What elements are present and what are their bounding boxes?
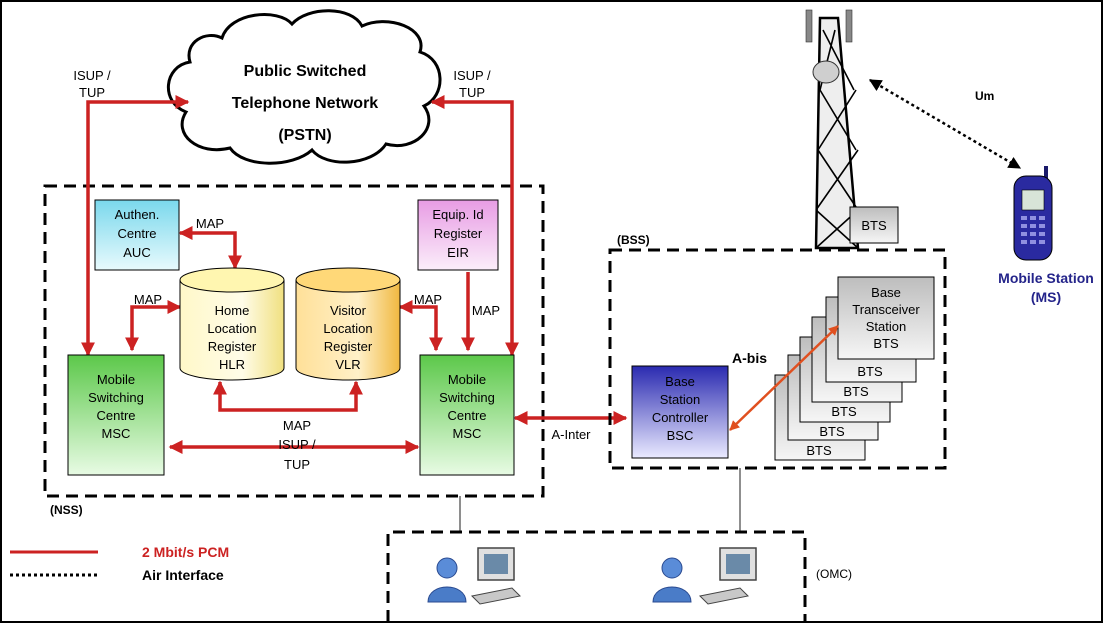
hlr-line2: Location xyxy=(207,321,256,336)
bts-main-line4: BTS xyxy=(873,336,899,351)
pstn-line3: (PSTN) xyxy=(278,127,331,144)
link-vlr-msc-right xyxy=(398,300,443,352)
mobile-phone-icon xyxy=(1013,166,1053,261)
bsc-line3: Controller xyxy=(652,410,709,425)
map-hlr-label: MAP xyxy=(134,292,162,307)
link-msc-right-pstn xyxy=(430,95,519,357)
eir-line2: Register xyxy=(434,226,483,241)
link-msc-left-pstn xyxy=(81,95,190,357)
omc-label: (OMC) xyxy=(816,567,852,581)
msc-left-box: Mobile Switching Centre MSC xyxy=(67,354,165,476)
isup-left-line2: TUP xyxy=(79,85,105,100)
bts-stack-label: BTS xyxy=(831,404,857,419)
ms-line1: Mobile Station xyxy=(998,270,1094,286)
bts-stack-label: BTS xyxy=(857,364,883,379)
um-label: Um xyxy=(975,89,994,103)
msc-right-line4: MSC xyxy=(453,426,482,441)
msc-left-line1: Mobile xyxy=(97,372,135,387)
link-hlr-msc-left xyxy=(125,300,182,352)
msc-right-line2: Switching xyxy=(439,390,495,405)
isup-left-line1: ISUP / xyxy=(73,68,111,83)
msc-right-line1: Mobile xyxy=(448,372,486,387)
hlr-line4: HLR xyxy=(219,357,245,372)
ms-line2: (MS) xyxy=(1031,289,1061,305)
vlr-line3: Register xyxy=(324,339,373,354)
map-auc-label: MAP xyxy=(196,216,224,231)
hlr-line1: Home xyxy=(215,303,250,318)
legend: 2 Mbit/s PCM Air Interface xyxy=(10,544,229,583)
omc-computer-icon xyxy=(698,547,757,605)
eir-box: Equip. Id Register EIR xyxy=(417,199,499,271)
bss-boundary xyxy=(608,248,947,470)
tower-bts-label: BTS xyxy=(861,218,887,233)
bss-label: (BSS) xyxy=(617,233,650,247)
bts-main-box: Base Transceiver Station BTS xyxy=(837,276,935,360)
auc-line2: Centre xyxy=(117,226,156,241)
bts-main-line1: Base xyxy=(871,285,901,300)
bsc-box: Base Station Controller BSC xyxy=(631,365,729,459)
vlr-line4: VLR xyxy=(335,357,360,372)
bts-main-line3: Station xyxy=(866,319,906,334)
legend-pcm-label: 2 Mbit/s PCM xyxy=(142,544,229,560)
a-bis-link xyxy=(729,325,839,431)
msc-left-line2: Switching xyxy=(88,390,144,405)
hlr-line3: Register xyxy=(208,339,257,354)
tower-bts-box: BTS xyxy=(849,206,899,244)
tower-icon xyxy=(805,9,860,250)
eir-line3: EIR xyxy=(447,245,469,260)
msc-right-line3: Centre xyxy=(447,408,486,423)
bts-stack: BTS BTS BTS BTS BTS Base Transceiver Sta… xyxy=(774,276,935,461)
um-link xyxy=(868,78,1022,170)
map-vlr-label: MAP xyxy=(414,292,442,307)
auc-box: Authen. Centre AUC xyxy=(94,199,180,271)
pcm-links xyxy=(81,95,628,454)
pstn-line1: Public Switched xyxy=(244,63,367,80)
isup-right-line1: ISUP / xyxy=(453,68,491,83)
auc-line3: AUC xyxy=(123,245,150,260)
a-bis-label: A-bis xyxy=(732,350,767,366)
omc-user-icon xyxy=(652,557,692,603)
map-bottom-label: MAP xyxy=(283,418,311,433)
bts-main-line2: Transceiver xyxy=(852,302,920,317)
pstn-line2: Telephone Network xyxy=(232,95,378,112)
isup-right-line2: TUP xyxy=(459,85,485,100)
link-hlr-vlr xyxy=(213,380,363,412)
a-inter-label: A-Inter xyxy=(551,427,591,442)
isup-bottom-line1: ISUP / xyxy=(278,437,316,452)
vlr-line2: Location xyxy=(323,321,372,336)
msc-left-line3: Centre xyxy=(96,408,135,423)
nss-boundary xyxy=(43,184,545,498)
msc-left-line4: MSC xyxy=(102,426,131,441)
bts-stack-label: BTS xyxy=(843,384,869,399)
hlr-database: Home Location Register HLR xyxy=(179,267,285,381)
pstn-cloud: Public Switched Telephone Network (PSTN) xyxy=(167,9,442,165)
bsc-line4: BSC xyxy=(667,428,694,443)
legend-air-label: Air Interface xyxy=(142,567,224,583)
isup-bottom-line2: TUP xyxy=(284,457,310,472)
bsc-line1: Base xyxy=(665,374,695,389)
link-auc-hlr xyxy=(178,226,242,270)
bsc-line2: Station xyxy=(660,392,700,407)
auc-line1: Authen. xyxy=(115,207,160,222)
bts-stack-label: BTS xyxy=(806,443,832,458)
omc-user-icon xyxy=(427,557,467,603)
vlr-database: Visitor Location Register VLR xyxy=(295,267,401,381)
omc-computer-icon xyxy=(470,547,522,605)
vlr-line1: Visitor xyxy=(330,303,367,318)
omc-boundary xyxy=(386,530,807,622)
msc-right-box: Mobile Switching Centre MSC xyxy=(419,354,515,476)
map-eir-label: MAP xyxy=(472,303,500,318)
nss-label: (NSS) xyxy=(50,503,83,517)
bts-stack-label: BTS xyxy=(819,424,845,439)
eir-line1: Equip. Id xyxy=(432,207,483,222)
